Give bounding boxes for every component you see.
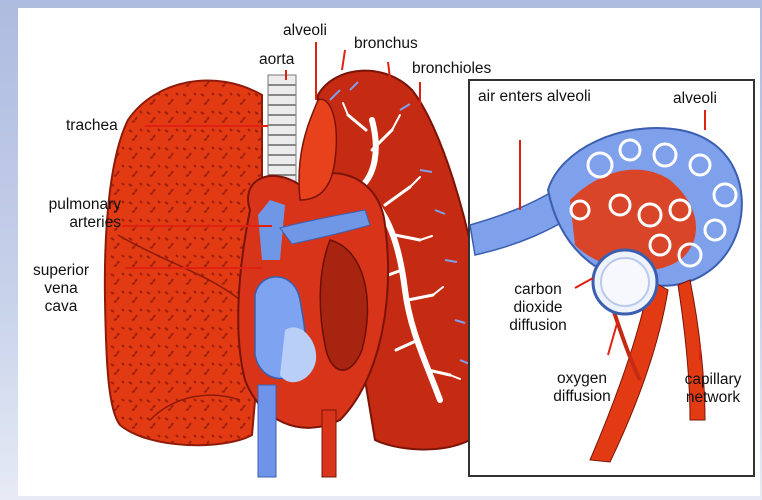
label-capillary-network: capillary network [670,371,756,407]
label-alveoli-inset: alveoli [673,90,717,108]
label-svc-line3: cava [22,298,100,316]
label-co2-line3: diffusion [496,317,580,335]
inferior-vena-cava [258,385,276,477]
label-pulmonary-arteries-line2: arteries [25,214,121,232]
label-air-enters-alveoli: air enters alveoli [478,88,591,106]
label-co2-line2: dioxide [496,299,580,317]
label-pulmonary-arteries-line1: pulmonary [25,196,121,214]
label-capillary-line1: capillary [670,371,756,389]
label-svc-line2: vena [22,280,100,298]
label-o2-line1: oxygen [540,370,624,388]
label-aorta: aorta [259,51,294,69]
label-capillary-line2: network [670,389,756,407]
label-bronchioles: bronchioles [412,60,491,78]
label-alveoli-top: alveoli [283,22,327,40]
label-pulmonary-arteries: pulmonary arteries [25,196,121,232]
label-oxygen-diffusion: oxygen diffusion [540,370,624,406]
label-trachea: trachea [66,117,118,135]
label-co2-line1: carbon [496,281,580,299]
label-svc-line1: superior [22,262,100,280]
left-lung [105,80,262,445]
label-superior-vena-cava: superior vena cava [22,262,100,316]
label-carbon-dioxide-diffusion: carbon dioxide diffusion [496,281,580,335]
label-bronchus: bronchus [354,35,418,53]
descending-aorta [322,410,336,477]
label-o2-line2: diffusion [540,388,624,406]
